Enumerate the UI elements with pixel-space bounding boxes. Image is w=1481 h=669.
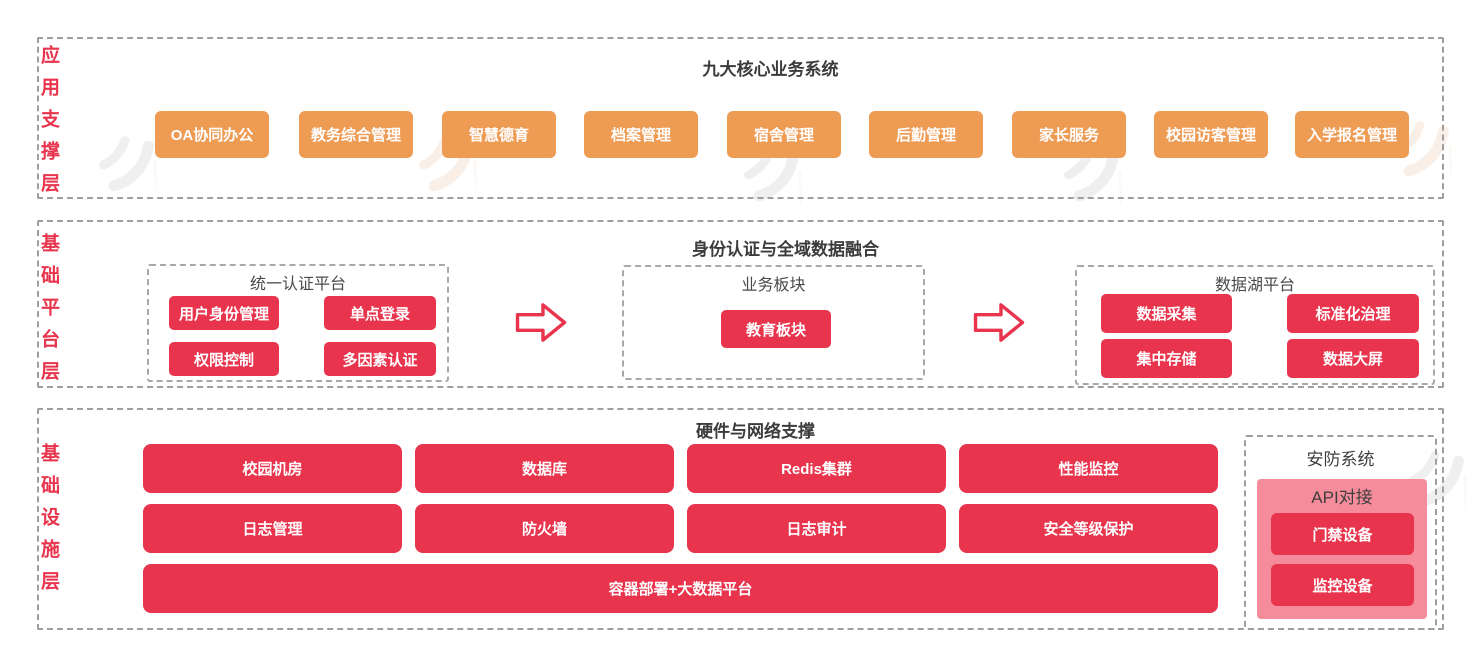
auth-item-box: 多因素认证 (324, 342, 436, 376)
app-system-box: 档案管理 (584, 111, 698, 158)
infra-box-container-bigdata: 容器部署+大数据平台 (143, 564, 1218, 613)
business-item-box: 教育板块 (721, 310, 831, 348)
arrow-right-icon (973, 303, 1025, 342)
layer-label-platform: 基础平台层 (38, 233, 59, 393)
security-system-box: 安防系统 API对接 门禁设备 监控设备 (1244, 435, 1437, 630)
security-device-box: 监控设备 (1271, 564, 1414, 606)
app-system-box: 教务综合管理 (299, 111, 413, 158)
subbox-title: 业务板块 (741, 277, 806, 294)
layer-title: 身份认证与全域数据融合 (692, 240, 879, 259)
layer-title: 九大核心业务系统 (702, 60, 839, 79)
app-system-box: 智慧德育 (442, 111, 556, 158)
layer-label-infra: 基础设施层 (38, 443, 59, 603)
subbox-title: 统一认证平台 (249, 276, 346, 293)
app-system-box: 后勤管理 (869, 111, 983, 158)
arrow-right-icon (515, 303, 567, 342)
infra-box: 数据库 (415, 444, 674, 493)
infra-box: 防火墙 (415, 504, 674, 553)
app-system-box: 家长服务 (1012, 111, 1126, 158)
infra-box: 日志审计 (687, 504, 946, 553)
subbox-title: 安防系统 (1306, 450, 1375, 469)
data-lake-platform-box: 数据湖平台 数据采集 标准化治理 集中存储 数据大屏 (1075, 265, 1435, 385)
app-system-box: 入学报名管理 (1295, 111, 1409, 158)
api-integration-box: API对接 门禁设备 监控设备 (1257, 479, 1427, 619)
app-system-box: 宿舍管理 (727, 111, 841, 158)
subbox-title: 数据湖平台 (1214, 277, 1295, 294)
layer-platform: 身份认证与全域数据融合 统一认证平台 用户身份管理 单点登录 权限控制 多因素认… (37, 220, 1444, 388)
svg-text:MODAO.CC: MODAO.CC (1461, 476, 1467, 510)
datalake-item-box: 数据大屏 (1287, 339, 1419, 378)
app-system-box: OA协同办公 (155, 111, 269, 158)
datalake-item-box: 集中存储 (1101, 339, 1232, 378)
auth-item-box: 权限控制 (169, 342, 279, 376)
layer-title: 硬件与网络支撑 (696, 422, 815, 441)
auth-item-box: 单点登录 (324, 296, 436, 330)
svg-text:MODAO.CC: MODAO.CC (1446, 146, 1452, 180)
infra-box: 安全等级保护 (959, 504, 1218, 553)
layer-infrastructure: 硬件与网络支撑 校园机房 数据库 Redis集群 性能监控 日志管理 防火墙 日… (37, 408, 1444, 630)
auth-item-box: 用户身份管理 (169, 296, 279, 330)
pinkbox-title: API对接 (1311, 488, 1373, 507)
unified-auth-platform-box: 统一认证平台 用户身份管理 单点登录 权限控制 多因素认证 (147, 264, 449, 382)
infra-box: Redis集群 (687, 444, 946, 493)
business-section-box: 业务板块 教育板块 (622, 265, 925, 380)
infra-box: 性能监控 (959, 444, 1218, 493)
security-device-box: 门禁设备 (1271, 513, 1414, 555)
infra-box: 日志管理 (143, 504, 402, 553)
layer-app-support: 九大核心业务系统 OA协同办公 教务综合管理 智慧德育 档案管理 宿舍管理 后勤… (37, 37, 1444, 199)
infra-box: 校园机房 (143, 444, 402, 493)
datalake-item-box: 数据采集 (1101, 294, 1232, 333)
app-system-box: 校园访客管理 (1154, 111, 1268, 158)
layer-label-app: 应用支撑层 (38, 45, 59, 205)
datalake-item-box: 标准化治理 (1287, 294, 1419, 333)
